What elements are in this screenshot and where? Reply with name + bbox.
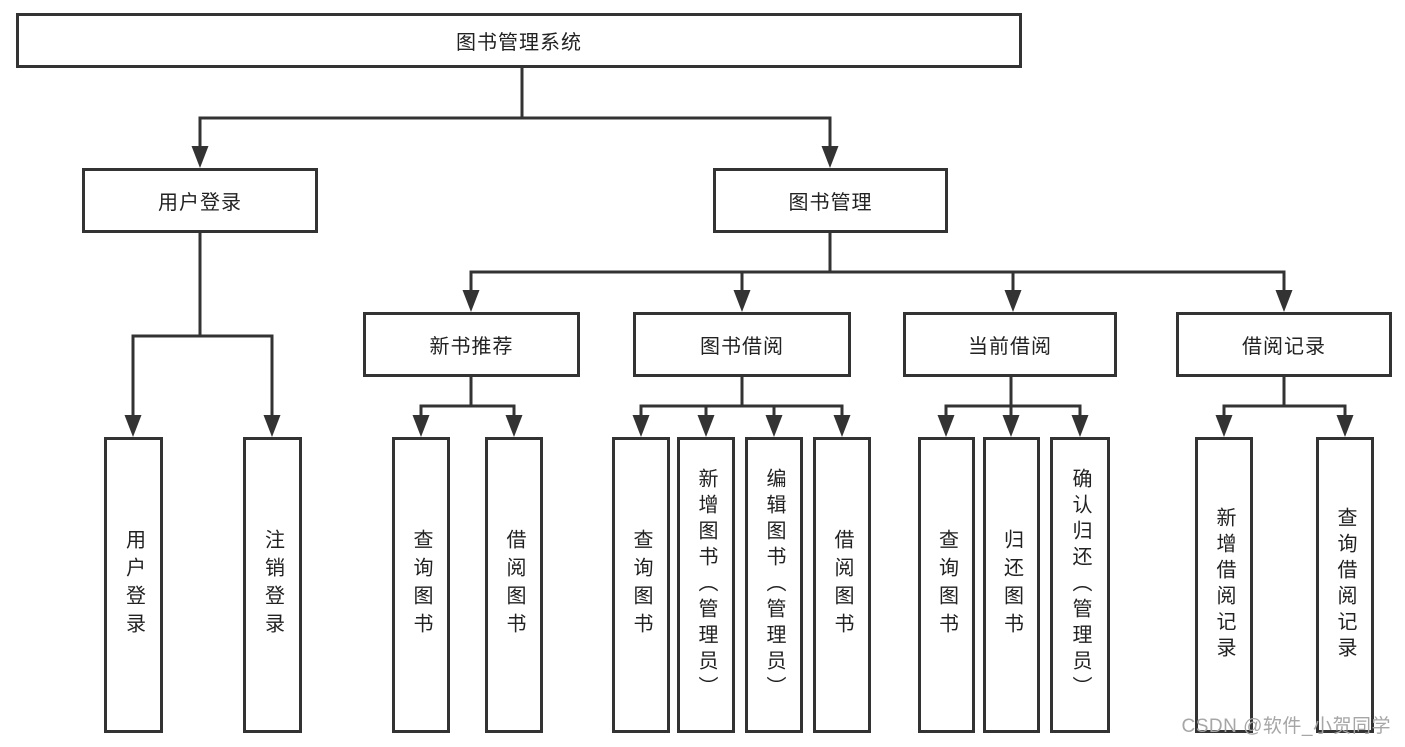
leaf-cb-confirm-return-admin-label: 确认归还（管理员） xyxy=(1069,468,1091,702)
leaf-nb-borrow-books-label: 借阅图书 xyxy=(503,529,525,641)
leaf-br-add-record: 新增借阅记录 xyxy=(1195,437,1253,733)
leaf-bb-add-books-admin-label: 新增图书（管理员） xyxy=(695,468,717,702)
leaf-bb-add-books-admin: 新增图书（管理员） xyxy=(677,437,735,733)
leaf-bb-query-books: 查询图书 xyxy=(612,437,670,733)
csdn-watermark: CSDN @软件_小贺同学 xyxy=(1181,716,1391,737)
node-user-login: 用户登录 xyxy=(82,168,318,233)
node-new-book-recommend: 新书推荐 xyxy=(363,312,580,377)
leaf-cb-query-books-label: 查询图书 xyxy=(935,529,958,641)
connector-borrow-records-to-leaves xyxy=(1215,377,1354,437)
leaf-cb-return-books: 归还图书 xyxy=(983,437,1040,733)
leaf-bb-borrow-books: 借阅图书 xyxy=(813,437,871,733)
leaf-logout: 注销登录 xyxy=(243,437,302,733)
node-borrow-records: 借阅记录 xyxy=(1176,312,1392,377)
connector-root-to-level2 xyxy=(191,68,839,168)
connector-user-login-to-leaves xyxy=(124,233,281,437)
leaf-bb-edit-books-admin: 编辑图书（管理员） xyxy=(745,437,803,733)
leaf-br-query-record-label: 查询借阅记录 xyxy=(1334,507,1356,663)
leaf-nb-query-books: 查询图书 xyxy=(392,437,450,733)
leaf-br-add-record-label: 新增借阅记录 xyxy=(1213,507,1235,663)
node-current-borrow: 当前借阅 xyxy=(903,312,1117,377)
leaf-nb-borrow-books: 借阅图书 xyxy=(485,437,543,733)
leaf-cb-return-books-label: 归还图书 xyxy=(1000,529,1023,641)
leaf-logout-label: 注销登录 xyxy=(261,529,284,641)
connector-book-borrow-to-leaves xyxy=(632,377,851,437)
connector-current-borrow-to-leaves xyxy=(937,377,1089,437)
leaf-cb-confirm-return-admin: 确认归还（管理员） xyxy=(1050,437,1110,733)
leaf-bb-query-books-label: 查询图书 xyxy=(630,529,652,641)
leaf-user-login: 用户登录 xyxy=(104,437,163,733)
leaf-cb-query-books: 查询图书 xyxy=(918,437,975,733)
connector-new-book-recommend-to-leaves xyxy=(412,377,523,437)
leaf-bb-edit-books-admin-label: 编辑图书（管理员） xyxy=(763,468,785,702)
node-book-management: 图书管理 xyxy=(713,168,948,233)
leaf-user-login-label: 用户登录 xyxy=(122,529,145,641)
node-book-borrow: 图书借阅 xyxy=(633,312,851,377)
node-root: 图书管理系统 xyxy=(16,13,1022,68)
leaf-bb-borrow-books-label: 借阅图书 xyxy=(831,529,853,641)
connector-book-management-to-level3 xyxy=(462,233,1293,312)
leaf-br-query-record: 查询借阅记录 xyxy=(1316,437,1374,733)
leaf-nb-query-books-label: 查询图书 xyxy=(410,529,432,641)
